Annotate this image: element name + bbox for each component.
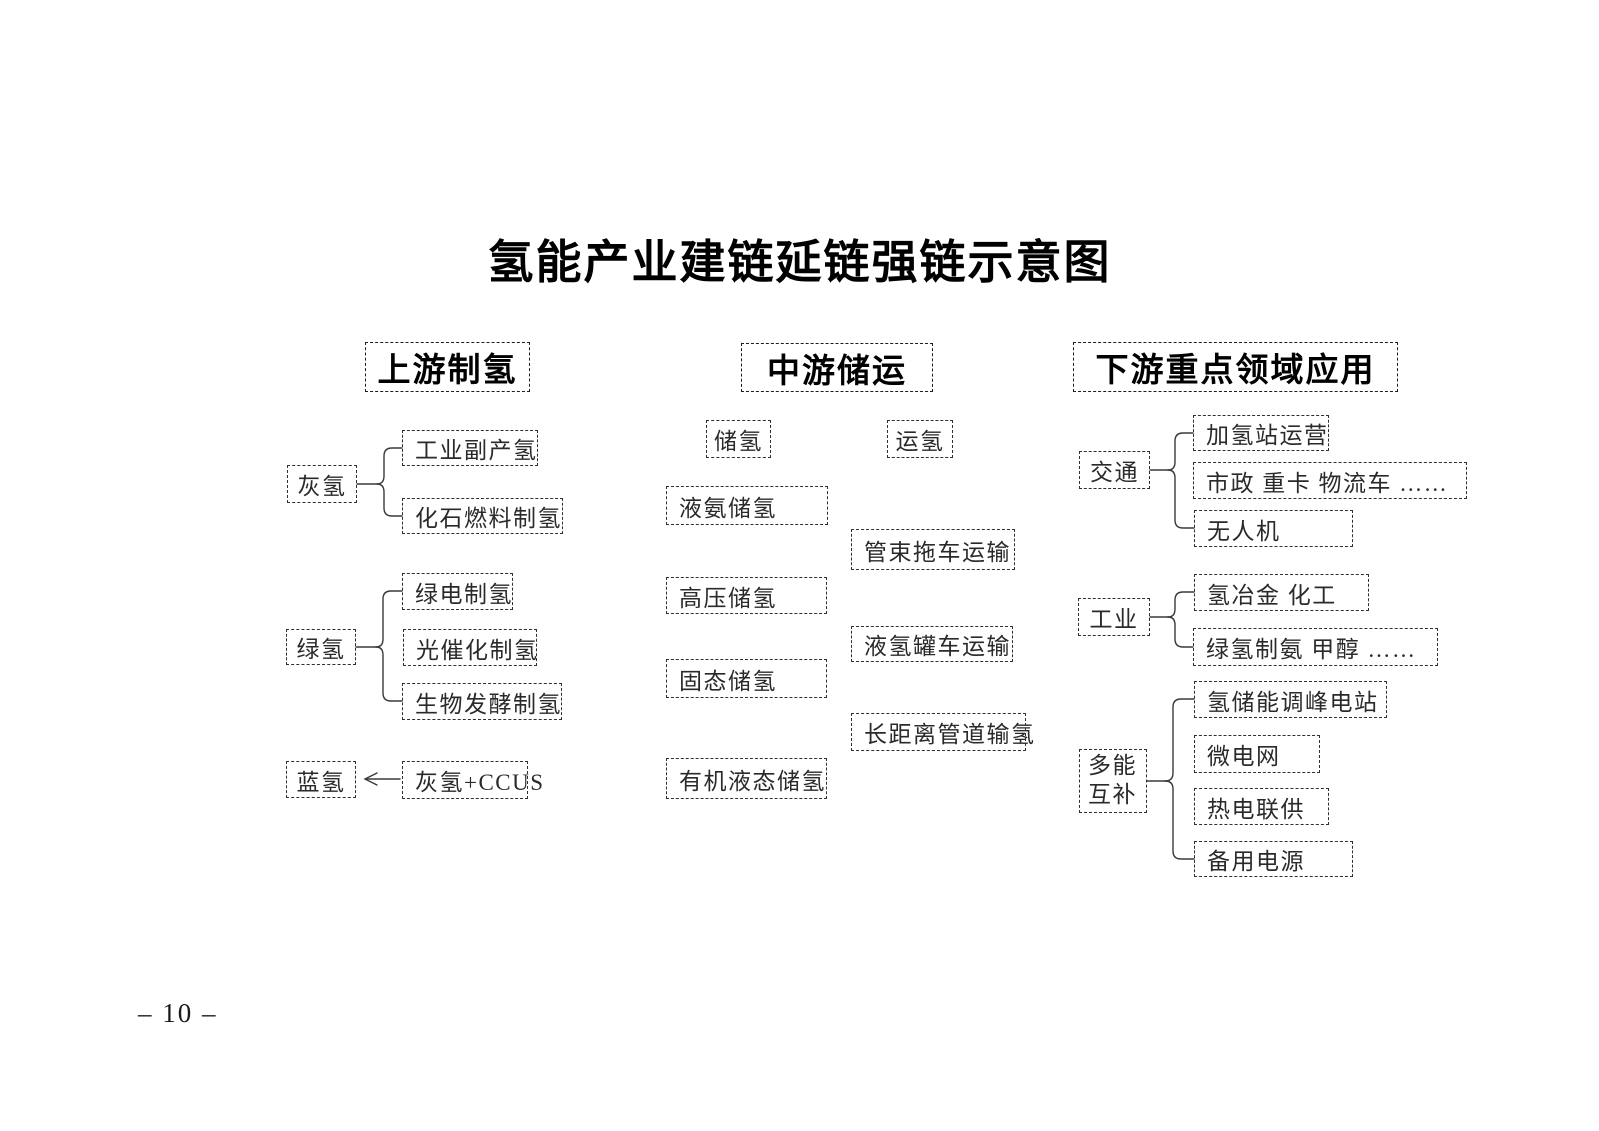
node-hydrogen-storage-peaking-plant: 氢储能调峰电站	[1194, 681, 1387, 718]
node-microgrid: 微电网	[1194, 735, 1320, 773]
node-combined-heat-power: 热电联供	[1194, 788, 1329, 825]
node-high-pressure-storage: 高压储氢	[666, 577, 827, 614]
node-liquid-ammonia-storage: 液氨储氢	[666, 486, 828, 525]
node-organic-liquid-storage: 有机液态储氢	[666, 758, 827, 799]
subheader-hydrogen-storage: 储氢	[706, 420, 771, 458]
node-fossil-fuel-hydrogen: 化石燃料制氢	[402, 498, 563, 534]
node-industry: 工业	[1078, 598, 1150, 636]
node-traffic: 交通	[1079, 451, 1150, 489]
page-title: 氢能产业建链延链强链示意图	[487, 235, 1112, 289]
node-tube-trailer-transport: 管束拖车运输	[851, 529, 1015, 570]
node-backup-power: 备用电源	[1194, 841, 1353, 877]
node-long-distance-pipeline: 长距离管道输氢	[851, 713, 1034, 751]
brace-gray-hydrogen	[356, 447, 403, 517]
node-gray-hydrogen: 灰氢	[287, 465, 357, 503]
node-liquid-hydrogen-tanker: 液氢罐车运输	[851, 626, 1013, 662]
node-industrial-byproduct-hydrogen: 工业副产氢	[402, 430, 538, 466]
header-midstream: 中游储运	[741, 343, 933, 392]
brace-industry	[1149, 591, 1195, 648]
node-blue-hydrogen: 蓝氢	[286, 761, 356, 798]
header-upstream: 上游制氢	[365, 342, 530, 392]
node-green-ammonia-methanol: 绿氢制氨 甲醇 ……	[1193, 628, 1438, 666]
node-solid-state-storage: 固态储氢	[666, 659, 827, 698]
subheader-hydrogen-transport: 运氢	[887, 420, 953, 458]
node-photocatalytic-hydrogen: 光催化制氢	[403, 629, 537, 666]
node-municipal-trucks-logistics: 市政 重卡 物流车 ……	[1193, 462, 1467, 499]
node-drones: 无人机	[1194, 510, 1353, 547]
page-number: – 10 –	[138, 998, 218, 1028]
header-downstream: 下游重点领域应用	[1073, 342, 1398, 392]
brace-multi-energy	[1146, 698, 1195, 860]
node-hydrogen-station-operation: 加氢站运营	[1193, 415, 1329, 451]
brace-traffic	[1149, 432, 1195, 529]
left-arrow-icon	[363, 772, 401, 786]
node-hydrogen-metallurgy-chemical: 氢冶金 化工	[1194, 574, 1369, 611]
node-bio-fermentation-hydrogen: 生物发酵制氢	[402, 683, 562, 720]
node-green-power-hydrogen: 绿电制氢	[402, 573, 513, 610]
node-multi-energy-complementation: 多能互补	[1079, 749, 1147, 813]
brace-green-hydrogen	[355, 590, 403, 702]
node-gray-hydrogen-ccus: 灰氢+CCUS	[402, 761, 543, 799]
node-green-hydrogen: 绿氢	[286, 629, 356, 665]
